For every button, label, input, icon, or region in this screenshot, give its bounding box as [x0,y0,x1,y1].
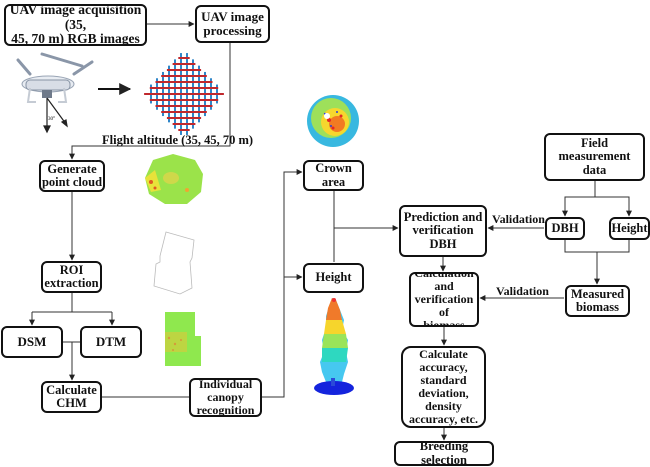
uav-processing-node: UAV image processing [195,5,270,43]
edge-canopy-branch [262,169,303,398]
field-dbh-node: DBH [545,217,585,240]
tree-height-point-cloud [314,298,354,395]
generate-point-cloud-node: Generate point cloud [39,160,105,192]
validation-dbh-label: Validation [492,212,545,226]
edge-field-split [564,180,630,216]
measured-biomass-node: Measured biomass [565,285,630,317]
calculate-chm-node: Calculate CHM [41,381,102,413]
calculation-biomass-node: Calculation and verification of biomass [409,272,479,327]
calculate-accuracy-node: Calculate accuracy, standard deviation, … [401,346,486,428]
uav-acquisition-node: UAV image acquisition (35, 45, 70 m) RGB… [4,4,147,46]
flight-altitude-label: Flight altitude (35, 45, 70 m) [102,133,254,147]
roi-extraction-node: ROI extraction [41,261,102,293]
flight-path-grid [144,53,224,135]
field-measurement-node: Field measurement data [544,133,645,181]
prediction-dbh-node: Prediction and verification DBH [399,205,487,257]
edge-proc-pointcloud [69,42,231,160]
breeding-selection-node: Breeding selection [394,441,494,466]
edge-dsm-dtm-chm [62,341,80,380]
edge-to-measured [564,240,630,284]
crown-point-cloud [307,95,359,147]
camera-angle-label: 30° [48,117,55,122]
individual-canopy-node: Individual canopy recognition [189,378,262,417]
point-cloud-canopy [145,154,203,204]
edge-to-prediction [333,191,398,262]
chm-raster [165,312,201,366]
validation-biomass-label: Validation [496,284,549,298]
height-node: Height [303,263,364,293]
dsm-node: DSM [1,326,63,358]
edge-roi-split [31,292,113,325]
field-height-node: Height [609,217,650,240]
roi-outline [153,231,195,295]
crown-area-node: Crown area [303,160,364,191]
dtm-node: DTM [80,326,142,358]
drone-icon: 30° [16,52,94,134]
